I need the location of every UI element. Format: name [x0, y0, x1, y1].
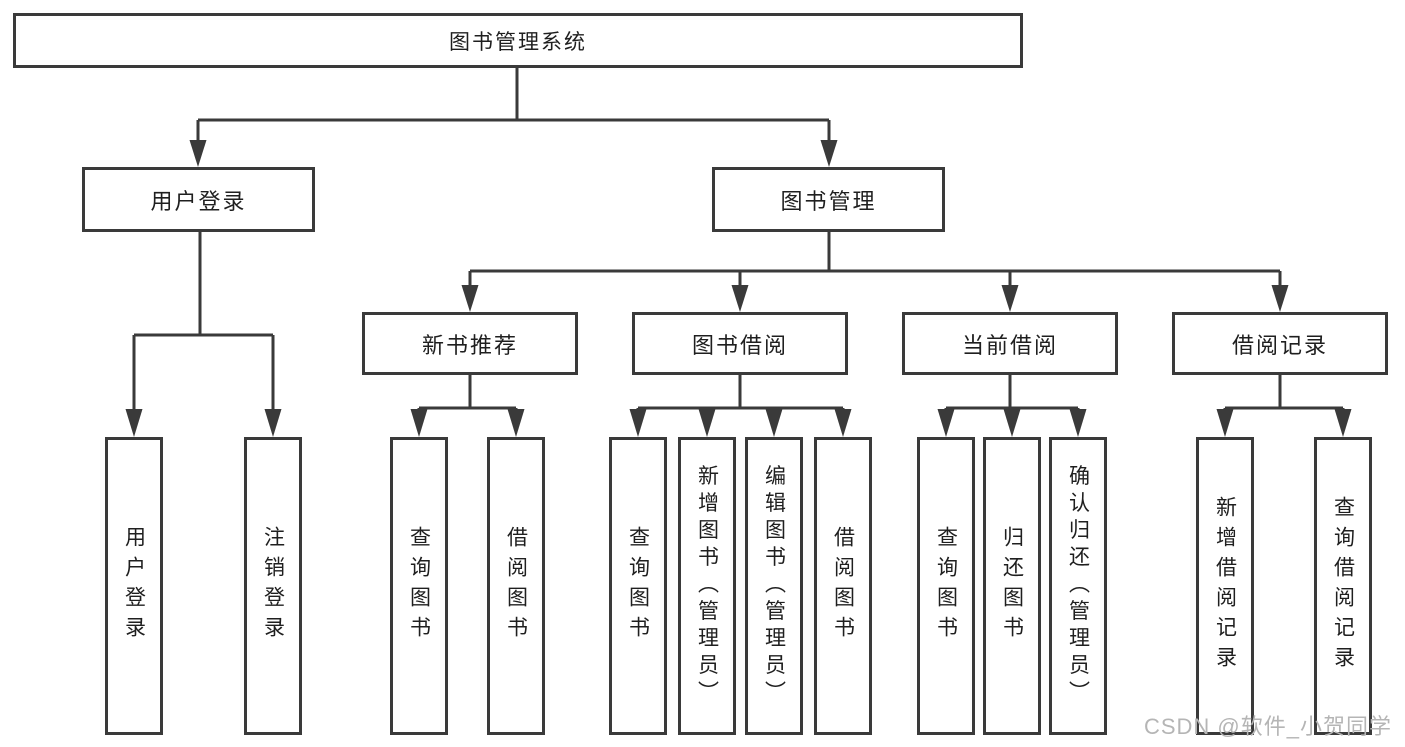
- arrowhead: [820, 140, 838, 167]
- arrowhead: [937, 409, 955, 437]
- leaf-label: 借阅图书: [831, 526, 855, 646]
- arrowhead: [1271, 285, 1289, 312]
- leaf-label: 查询图书: [626, 526, 650, 646]
- leaf-add-books-admin: 新增图书（管理员）: [678, 437, 736, 735]
- leaf-confirm-return-admin: 确认归还（管理员）: [1049, 437, 1107, 735]
- arrowhead: [731, 285, 749, 312]
- leaf-label: 新增借阅记录: [1213, 496, 1237, 676]
- leaf-add-borrow-record: 新增借阅记录: [1196, 437, 1254, 735]
- arrowhead: [410, 409, 428, 437]
- arrowhead: [264, 409, 282, 437]
- leaf-query-books-current: 查询图书: [917, 437, 975, 735]
- arrowhead: [698, 409, 716, 437]
- node-new-book-recommendation: 新书推荐: [362, 312, 578, 375]
- arrowhead: [629, 409, 647, 437]
- leaf-label: 查询借阅记录: [1331, 496, 1355, 676]
- leaf-edit-books-admin: 编辑图书（管理员）: [745, 437, 803, 735]
- leaf-query-books-recommend: 查询图书: [390, 437, 448, 735]
- node-borrowing-records: 借阅记录: [1172, 312, 1388, 375]
- node-current-borrowing: 当前借阅: [902, 312, 1118, 375]
- arrowhead: [507, 409, 525, 437]
- arrowhead: [1216, 409, 1234, 437]
- leaf-query-books-borrowing: 查询图书: [609, 437, 667, 735]
- node-library-management-system: 图书管理系统: [13, 13, 1023, 68]
- arrowhead: [1001, 285, 1019, 312]
- leaf-return-books: 归还图书: [983, 437, 1041, 735]
- leaf-label: 查询图书: [934, 526, 958, 646]
- leaf-borrow-books-recommend: 借阅图书: [487, 437, 545, 735]
- arrowhead: [125, 409, 143, 437]
- user-login-wires: [125, 232, 282, 437]
- leaf-query-borrow-record: 查询借阅记录: [1314, 437, 1372, 735]
- csdn-watermark: CSDN @软件_小贺同学: [1143, 714, 1392, 739]
- arrowhead: [189, 140, 207, 167]
- leaf-label: 注销登录: [261, 526, 285, 646]
- book-management-wires: [461, 232, 1289, 312]
- leaf-borrow-books-borrowing: 借阅图书: [814, 437, 872, 735]
- arrowhead: [765, 409, 783, 437]
- book-borrowing-wires: [629, 375, 852, 437]
- arrowhead: [1069, 409, 1087, 437]
- leaf-label: 新增图书（管理员）: [695, 464, 719, 708]
- arrowhead: [834, 409, 852, 437]
- arrowhead: [1334, 409, 1352, 437]
- leaf-user-login: 用户登录: [105, 437, 163, 735]
- borrowing-records-wires: [1216, 375, 1352, 437]
- root-branch-wires: [189, 68, 838, 167]
- arrowhead: [1003, 409, 1021, 437]
- leaf-logout: 注销登录: [244, 437, 302, 735]
- node-book-borrowing: 图书借阅: [632, 312, 848, 375]
- leaf-label: 归还图书: [1000, 526, 1024, 646]
- arrowhead: [461, 285, 479, 312]
- leaf-label: 查询图书: [407, 526, 431, 646]
- new-book-recommendation-wires: [410, 375, 525, 437]
- current-borrowing-wires: [937, 375, 1087, 437]
- leaf-label: 确认归还（管理员）: [1066, 464, 1090, 708]
- node-book-management: 图书管理: [712, 167, 945, 232]
- leaf-label: 用户登录: [122, 526, 146, 646]
- leaf-label: 借阅图书: [504, 526, 528, 646]
- leaf-label: 编辑图书（管理员）: [762, 464, 786, 708]
- node-user-login: 用户登录: [82, 167, 315, 232]
